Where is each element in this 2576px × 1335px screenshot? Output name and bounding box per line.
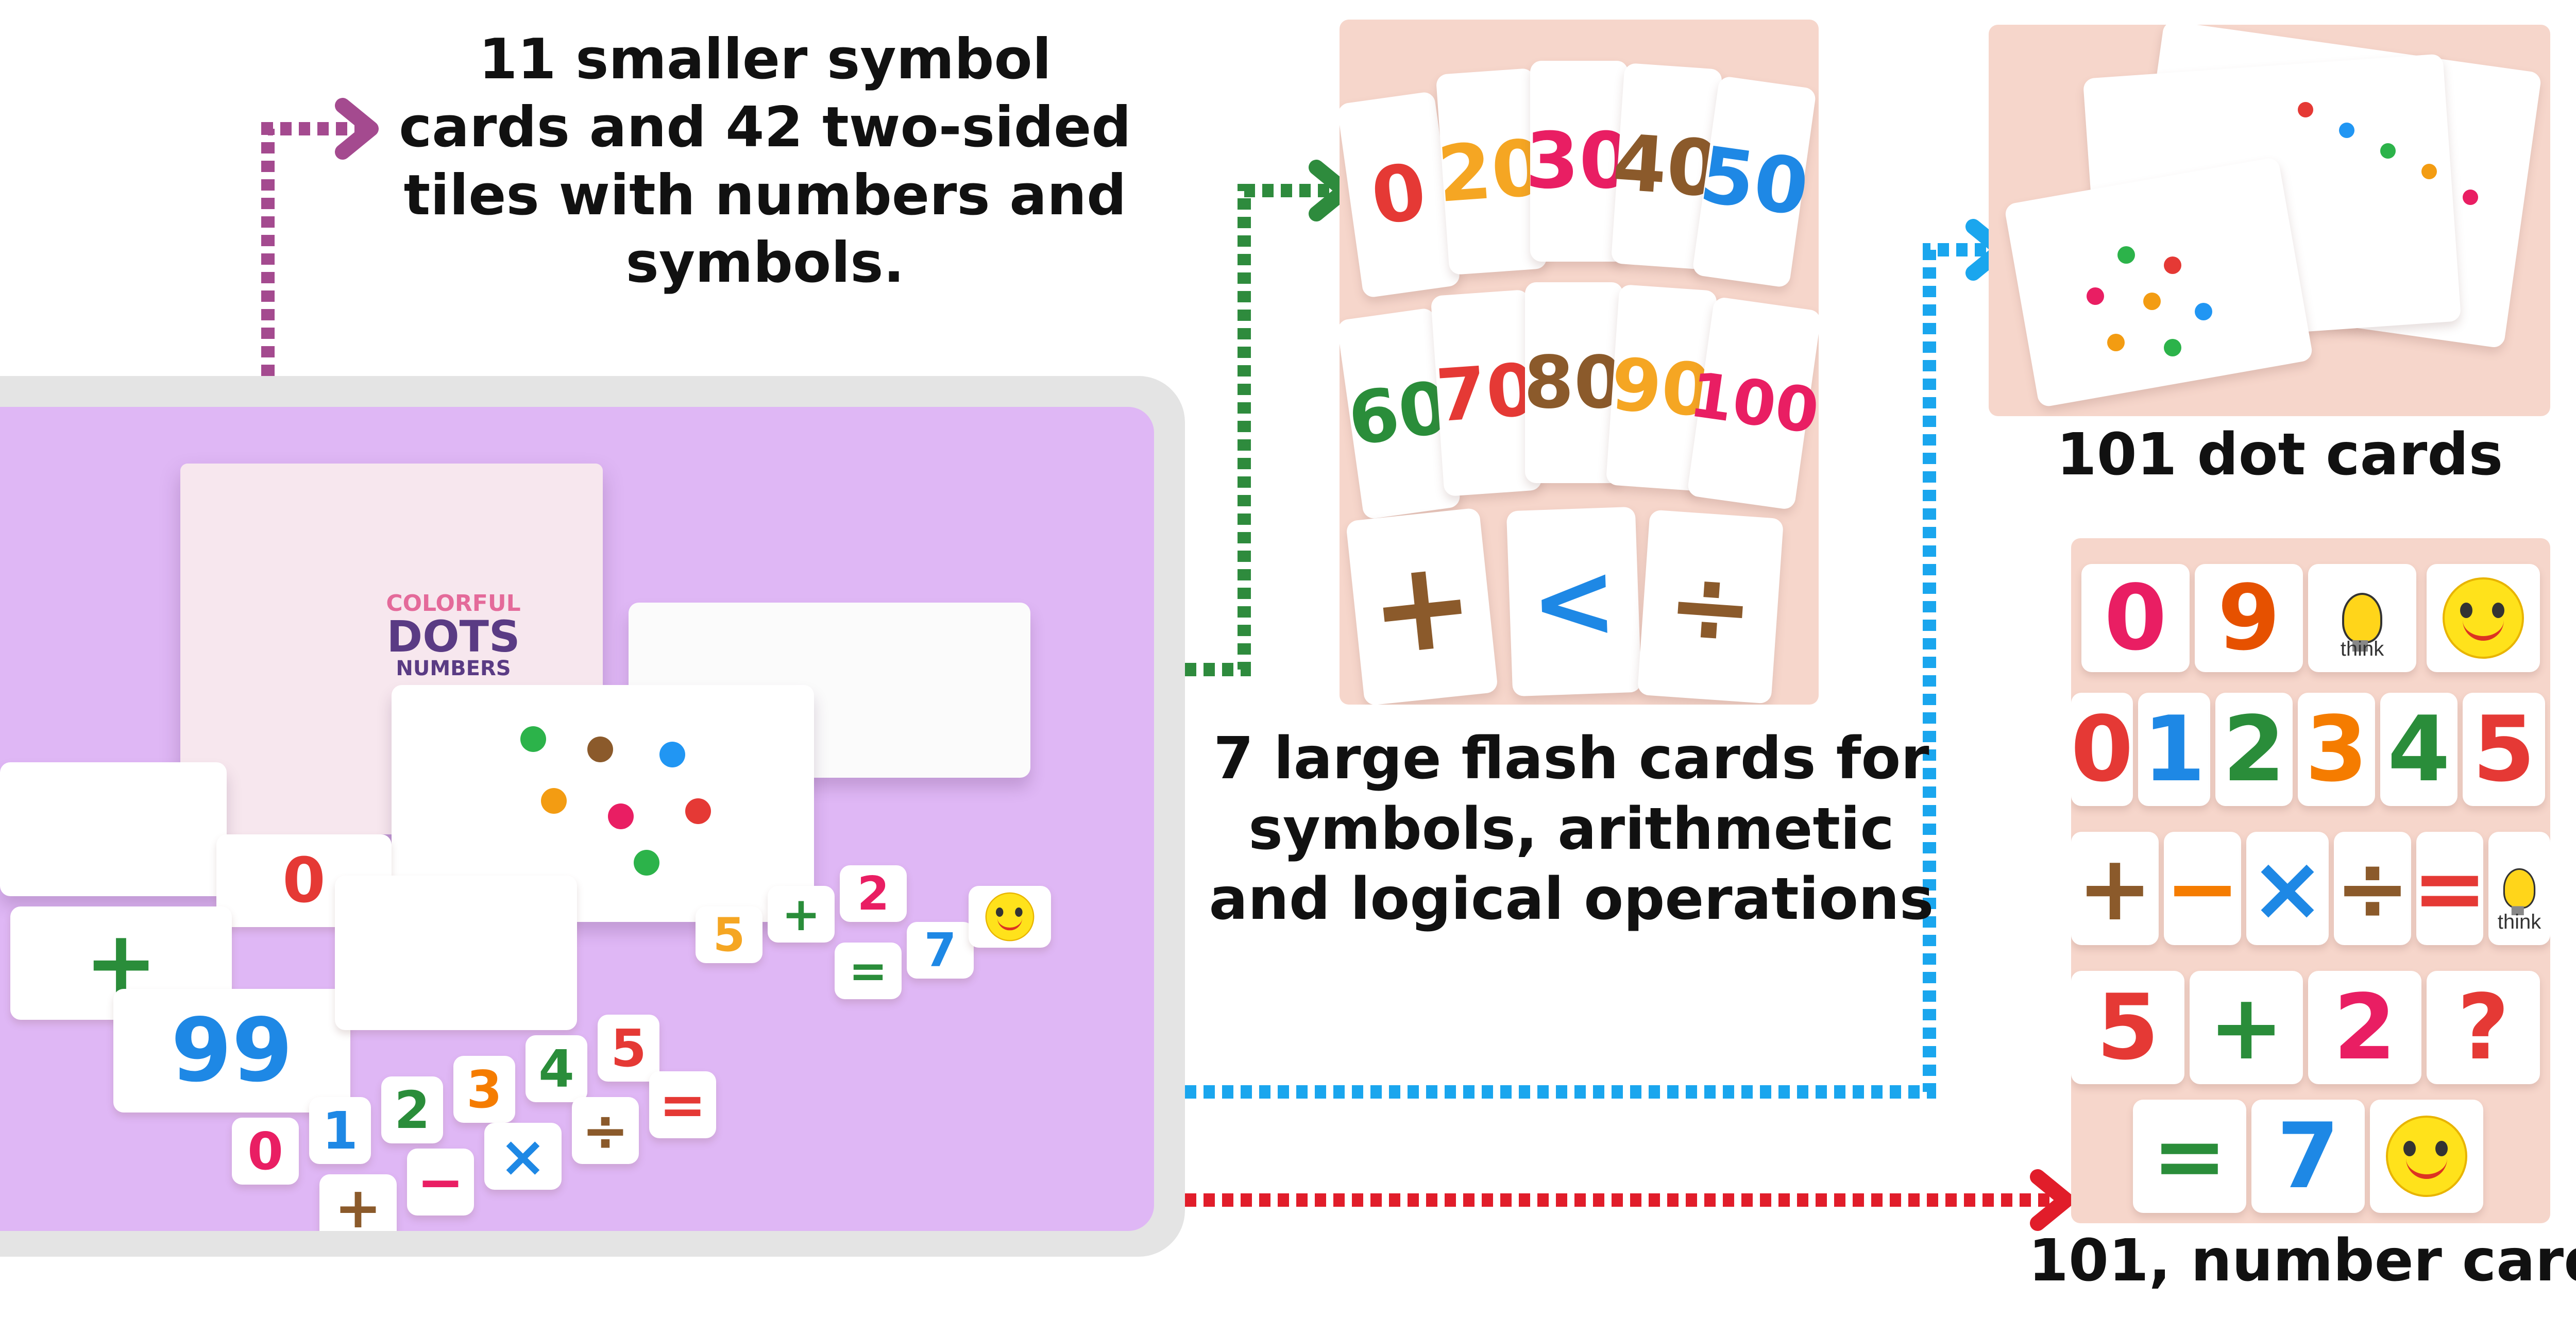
smiley-icon: [2386, 1116, 2467, 1197]
num-tile-eq-5: 5: [2071, 971, 2184, 1084]
num-tile-row2-0: 0: [2071, 693, 2133, 806]
tablet-instruction-card: [335, 876, 577, 1030]
dot: [2380, 143, 2396, 159]
num-tile-op-plus: +: [2071, 832, 2159, 945]
num-tile-op-divide: ÷: [2334, 832, 2411, 945]
lightbulb-icon: [2342, 593, 2382, 652]
dot: [587, 737, 613, 762]
num-tile-row2-1: 1: [2138, 693, 2210, 806]
tablet-eq-7: 7: [907, 922, 974, 979]
caption-symbol-tiles: 11 smaller symbol cards and 42 two-sided…: [399, 27, 1131, 296]
num-tile-row2-3: 3: [2298, 693, 2375, 806]
flash-card-80: 80: [1524, 282, 1624, 483]
dot: [685, 798, 711, 824]
dot: [2087, 287, 2104, 305]
arrow-blue: [1185, 243, 1989, 1099]
num-tile-eq-question: ?: [2427, 971, 2540, 1084]
tablet-op-equals: =: [649, 1071, 716, 1138]
dot: [2164, 339, 2181, 356]
dot: [2195, 303, 2212, 320]
tablet-eq-equals: =: [835, 943, 902, 999]
num-tile-op-minus: −: [2164, 832, 2241, 945]
dot: [608, 803, 634, 829]
tablet-digit-3: 3: [453, 1056, 515, 1123]
tablet-smiley-tile: [969, 886, 1051, 948]
dot: [2339, 123, 2354, 138]
flash-card-less-than: <: [1506, 506, 1642, 697]
smiley-icon: [2443, 577, 2524, 659]
arrow-purple: [261, 122, 361, 376]
caption-flash-cards: 7 large flash cards for symbols, arithme…: [1209, 725, 1934, 933]
product-photo: COLORFUL DOTS NUMBERS 0 + 99 0 1 2 3 4 5…: [0, 407, 1154, 1231]
num-tile-op-times: ×: [2246, 832, 2329, 945]
num-tile-9: 9: [2195, 564, 2303, 672]
dot: [2107, 334, 2125, 351]
num-tile-smiley-1: [2427, 564, 2540, 672]
num-tile-eq-equals: =: [2133, 1100, 2246, 1213]
caption-number-cards: 101, number cards: [2028, 1227, 2576, 1294]
num-tile-0: 0: [2081, 564, 2190, 672]
tablet-eq-2: 2: [840, 865, 907, 922]
tablet-eq-plus: +: [768, 886, 835, 943]
flash-card-30: 30: [1526, 61, 1633, 262]
tablet-99-card: 99: [113, 989, 350, 1112]
lightbulb-icon: [2503, 868, 2536, 915]
tablet-digit-5: 5: [598, 1015, 659, 1082]
dot: [2421, 164, 2437, 179]
tablet-digit-4: 4: [526, 1035, 587, 1102]
card-stack-left: [0, 762, 227, 896]
dot: [2143, 293, 2161, 310]
dot: [2117, 246, 2135, 264]
caption-dot-cards: 101 dot cards: [2056, 421, 2503, 488]
flash-card-plus: +: [1345, 507, 1499, 705]
tablet-op-minus: −: [407, 1149, 474, 1216]
num-tile-smiley-2: [2370, 1100, 2483, 1213]
dot: [520, 726, 546, 752]
box-logo: COLORFUL DOTS NUMBERS: [350, 592, 556, 679]
tablet-digit-0: 0: [232, 1118, 299, 1185]
smiley-icon: [985, 892, 1035, 942]
dot: [634, 850, 659, 876]
dot-card-front: [2004, 157, 2314, 408]
num-tile-think-2: think: [2488, 832, 2550, 945]
box-brand-line2: DOTS: [386, 611, 520, 662]
flash-cards-panel: 0 20 30 40 50 60 70 80 90 100 + < ÷: [1340, 20, 1819, 705]
flash-card-divide: ÷: [1637, 509, 1784, 704]
dot-cards-panel: [1989, 25, 2550, 416]
num-tile-row2-4: 4: [2380, 693, 2458, 806]
num-tile-op-equals: =: [2412, 832, 2487, 945]
num-tile-eq-2: 2: [2308, 971, 2421, 1084]
num-tile-eq-plus: +: [2190, 971, 2303, 1084]
box-brand-line1: COLORFUL: [386, 590, 521, 617]
dot: [2164, 256, 2181, 274]
dot: [2463, 190, 2478, 205]
think-label: think: [2340, 638, 2384, 660]
arrow-green: [1185, 184, 1334, 676]
tablet-digit-1: 1: [309, 1097, 371, 1164]
tablet-digit-2: 2: [381, 1076, 443, 1143]
box-brand-line3: NUMBERS: [396, 657, 511, 680]
arrowhead-purple: [335, 98, 379, 160]
tablet-op-times: ×: [484, 1123, 562, 1190]
think-label: think: [2497, 911, 2541, 933]
num-tile-think-1: think: [2308, 564, 2416, 672]
arrowhead-red: [2030, 1169, 2074, 1231]
dot: [2298, 102, 2313, 117]
dot: [659, 742, 685, 767]
number-cards-panel: 0 9 think 0 1 2 3 4 5 + − × ÷ = think 5 …: [2071, 538, 2550, 1223]
num-tile-row2-5: 5: [2463, 693, 2545, 806]
tablet-eq-5: 5: [696, 906, 762, 963]
num-tile-eq-7: 7: [2251, 1100, 2365, 1213]
tablet-op-plus: +: [319, 1174, 397, 1231]
num-tile-row2-2: 2: [2215, 693, 2293, 806]
dot: [541, 788, 567, 814]
tablet-op-divide: ÷: [572, 1097, 639, 1164]
